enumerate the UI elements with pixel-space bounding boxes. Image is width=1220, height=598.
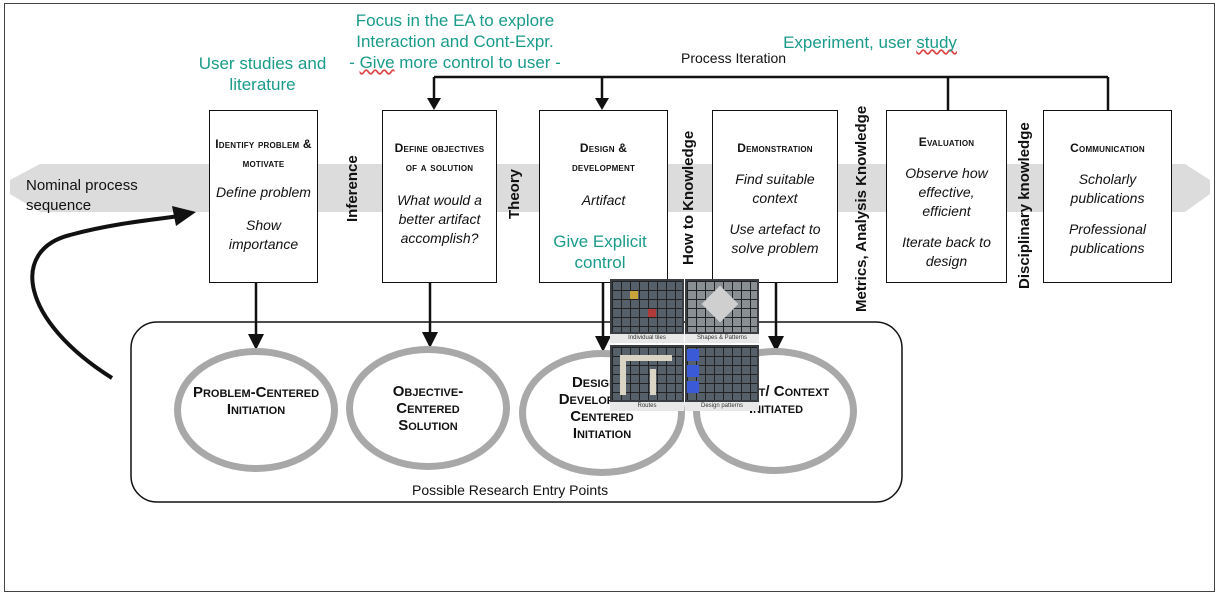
connector-theory: Theory (506, 168, 523, 219)
step-title: Demonstration (737, 141, 813, 155)
entry-curve-arrow (30, 214, 181, 380)
step-line: Iterate back to design (902, 234, 991, 269)
tile-shapes: Shapes & Patterns (685, 279, 759, 343)
step-title: Evaluation (918, 135, 975, 149)
annotation-focus: Focus in the EA to explore Interaction a… (330, 10, 580, 73)
annotation-give-explicit: Give Explicit control (553, 232, 647, 272)
step-title: Define objectives of a solution (394, 141, 485, 174)
entry-text-objective: Objective-Centered Solution (392, 383, 464, 434)
diagram-frame (4, 3, 1215, 592)
step-title: Communication (1070, 141, 1145, 155)
step-line: Define problem (216, 184, 311, 200)
connector-disciplinary: Disciplinary knowledge (1016, 122, 1033, 289)
entry-circle-design (519, 350, 685, 476)
step-identify-problem: Identify problem & motivate Define probl… (209, 110, 318, 283)
connector-metrics: Metrics, Analysis Knowledge (853, 105, 870, 312)
step-line: What would a better artifact accomplish? (397, 192, 482, 246)
tile-caption: Shapes & Patterns (685, 334, 759, 343)
step-design-development: Design & development Artifact (539, 110, 668, 283)
step-title: Design & development (571, 141, 636, 174)
nominal-process-label: Nominal process sequence (26, 177, 138, 214)
annotation-focus-line2: Interaction and Cont-Expr. (356, 32, 554, 51)
annotation-experiment: Experiment, user study (783, 33, 957, 52)
step-evaluation: Evaluation Observe how effective, effici… (886, 110, 1007, 283)
step-communication: Communication Scholarly publications Pro… (1043, 110, 1172, 283)
entry-circle-problem (174, 348, 338, 472)
tile-design-patterns: Design patterns (685, 345, 759, 411)
entry-circle-objective (346, 346, 510, 470)
step-line: Scholarly publications (1070, 171, 1145, 206)
tile-caption: Design patterns (685, 402, 759, 411)
step-line: Observe how effective, efficient (905, 165, 988, 219)
tile-caption: Individual tiles (610, 334, 684, 343)
step-demonstration: Demonstration Find suitable context Use … (712, 110, 838, 283)
annotation-focus-line3: - Give more control to user - (349, 53, 561, 72)
tile-individual: Individual tiles (610, 279, 684, 343)
step-line: Use artefact to solve problem (729, 221, 821, 256)
process-iteration-label: Process Iteration (681, 50, 787, 66)
connector-how-to-knowledge: How to Knowledge (680, 130, 697, 265)
entry-points-container (130, 321, 903, 503)
annotation-focus-line1: Focus in the EA to explore (355, 11, 555, 30)
entry-points-label: Possible Research Entry Points (412, 482, 609, 498)
step-line: Professional publications (1068, 221, 1147, 256)
entry-circle-client (693, 348, 857, 474)
tile-individual-grid (612, 281, 682, 332)
entry-text-problem: Problem-Centered Initiation (192, 384, 320, 418)
tile-caption: Routes (610, 402, 684, 411)
annotation-user-studies: User studies and literature (198, 54, 327, 94)
step-title: Identify problem & motivate (215, 137, 312, 170)
step-line: Artifact (581, 192, 626, 208)
step-define-objectives: Define objectives of a solution What wou… (382, 110, 497, 283)
step-line: Find suitable context (735, 171, 815, 206)
step-line: Show importance (228, 217, 299, 252)
tile-routes: Routes (610, 345, 684, 411)
connector-inference: Inference (344, 155, 361, 222)
